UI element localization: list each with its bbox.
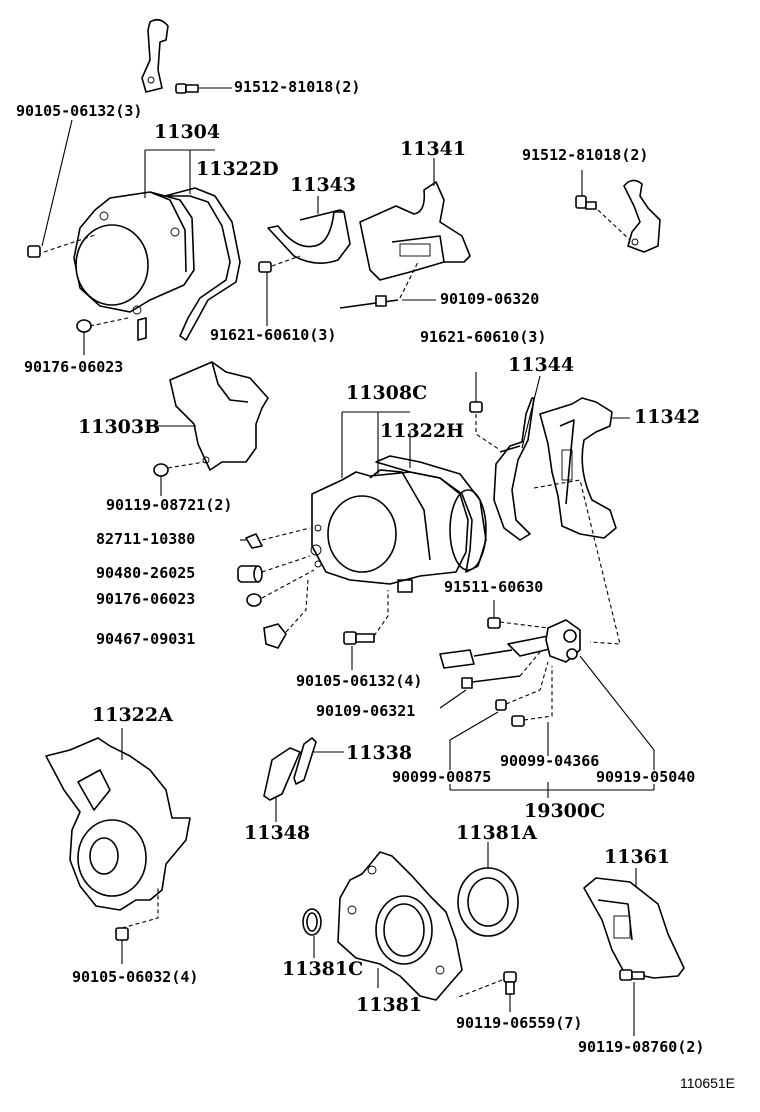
- label-11341: 11341: [400, 138, 467, 160]
- label-11381: 11381: [356, 994, 423, 1016]
- label-11342: 11342: [634, 406, 701, 428]
- label-91621-60610-b: 91621-60610(3): [420, 328, 547, 346]
- label-90480-26025: 90480-26025: [96, 564, 196, 582]
- timing-cover-11304: [73, 191, 195, 341]
- label-91512-81018-right: 91512-81018(2): [522, 146, 649, 164]
- label-90099-00875: 90099-00875: [392, 768, 492, 786]
- bolt-90105-06032: [115, 888, 159, 964]
- label-11303B: 11303B: [78, 416, 161, 438]
- label-90099-04366: 90099-04366: [500, 752, 600, 770]
- shield-11343: [267, 209, 351, 264]
- label-90109-06321: 90109-06321: [316, 702, 416, 720]
- washer-90176-mid: [246, 569, 315, 607]
- hanger-bracket-left: [141, 18, 169, 93]
- label-11381C: 11381C: [282, 958, 364, 980]
- clip-82711: [240, 527, 311, 549]
- seal-11348: [263, 747, 301, 822]
- label-90176-06023-mid: 90176-06023: [96, 590, 196, 608]
- gasket-11322D: [164, 187, 241, 341]
- label-91512-81018-top: 91512-81018(2): [234, 78, 361, 96]
- label-11322D: 11322D: [196, 158, 279, 180]
- plate-11381: [337, 851, 463, 1001]
- label-90119-06559: 90119-06559(7): [456, 1014, 583, 1032]
- label-11343: 11343: [290, 174, 357, 196]
- label-90109-06320: 90109-06320: [440, 290, 540, 308]
- label-91511-60630: 91511-60630: [444, 578, 544, 596]
- label-90467-09031: 90467-09031: [96, 630, 196, 648]
- sensor-19300C: [439, 619, 581, 669]
- label-11322H: 11322H: [380, 420, 465, 442]
- cover-11361: [583, 877, 685, 979]
- label-11361: 11361: [604, 846, 671, 868]
- bolt-91512-top: [175, 83, 232, 94]
- shield-11344: [493, 397, 535, 541]
- label-91621-60610-a: 91621-60610(3): [210, 326, 337, 344]
- bolt-90109-06321: [439, 651, 541, 709]
- cover-11322A: [45, 737, 191, 911]
- cover-11342: [539, 397, 617, 539]
- timing-cover-11308C: [310, 469, 469, 593]
- label-11348: 11348: [244, 822, 311, 844]
- label-90919-05040: 90919-05040: [596, 768, 696, 786]
- bolt-91512-right: [575, 170, 597, 210]
- gasket-11322H: [375, 455, 487, 573]
- bolt-90105-mid: [343, 590, 389, 670]
- label-90119-08721: 90119-08721(2): [106, 496, 233, 514]
- bolt-91621-a: [258, 255, 301, 326]
- bolt-90099-00875: [449, 661, 549, 770]
- bolt-91621-b: [469, 372, 501, 451]
- label-11344: 11344: [508, 354, 575, 376]
- spacer-11338: [293, 737, 344, 785]
- bolt-90119-06559: [455, 971, 517, 1012]
- label-90105-06132-mid: 90105-06132(4): [296, 672, 423, 690]
- washer-90176-top: [76, 317, 129, 355]
- bolt-90109-06320: [339, 261, 436, 309]
- bolt-91511: [487, 600, 549, 629]
- label-90119-08760: 90119-08760(2): [578, 1038, 705, 1056]
- label-19300C: 19300C: [524, 800, 606, 822]
- label-11308C: 11308C: [346, 382, 428, 404]
- bolt-90119-08760: [619, 969, 645, 1036]
- figure-reference-code: 110651E: [680, 1075, 736, 1091]
- label-90176-06023-top: 90176-06023: [24, 358, 124, 376]
- hanger-bracket-right: [597, 179, 661, 253]
- clamp-90467: [263, 579, 309, 649]
- oring-11381C: [302, 908, 322, 958]
- oilseal-11381A: [457, 842, 519, 937]
- label-11338: 11338: [346, 742, 413, 764]
- label-11304: 11304: [154, 121, 221, 143]
- bolt-90105-top: [27, 245, 41, 258]
- cover-11341: [359, 181, 471, 281]
- washer-90119-08721: [153, 461, 205, 496]
- label-82711-10380: 82711-10380: [96, 530, 196, 548]
- bolt-90099-04366: [511, 666, 553, 756]
- label-11381A: 11381A: [456, 822, 537, 844]
- label-90105-06132-top: 90105-06132(3): [16, 102, 143, 120]
- label-11322A: 11322A: [92, 704, 173, 726]
- cover-11303B: [169, 361, 269, 471]
- label-90105-06032: 90105-06032(4): [72, 968, 199, 986]
- grommet-90480: [237, 555, 311, 583]
